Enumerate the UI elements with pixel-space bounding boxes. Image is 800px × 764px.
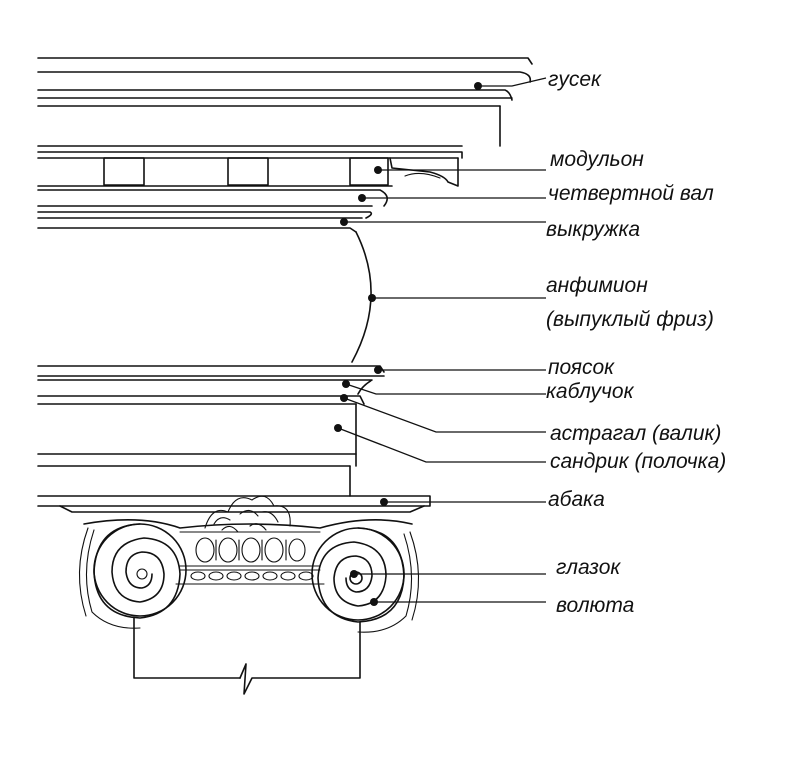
label-vykruzhka: выкружка <box>546 218 640 241</box>
dentil-block-1 <box>103 157 145 186</box>
label-abaka: абака <box>548 488 605 511</box>
label-sandrik: сандрик (полочка) <box>550 450 726 473</box>
label-modulon: модульон <box>550 148 644 171</box>
entablature-drawing <box>37 57 533 497</box>
dentil-block-2 <box>227 157 269 186</box>
right-volute <box>311 527 420 633</box>
labels: гусек модульон четвертной вал выкружка а… <box>546 68 726 617</box>
label-kabluchok: каблучок <box>546 380 635 403</box>
label-chetvertnoy-val: четвертной вал <box>548 182 714 205</box>
capital-drawing <box>78 495 420 695</box>
label-anfimion: анфимион <box>546 274 648 297</box>
left-volute <box>78 523 187 629</box>
label-gusek: гусек <box>548 68 602 91</box>
label-glazok: глазок <box>556 556 621 579</box>
label-voluta: волюта <box>556 594 634 617</box>
label-astragal: астрагал (валик) <box>550 422 721 445</box>
leader-lines <box>334 77 547 606</box>
label-poyasok: поясок <box>548 356 615 379</box>
abacus-drawing <box>37 495 431 513</box>
label-anfimion-sub: (выпуклый фриз) <box>546 308 714 331</box>
dentil-block-3 <box>349 157 389 186</box>
